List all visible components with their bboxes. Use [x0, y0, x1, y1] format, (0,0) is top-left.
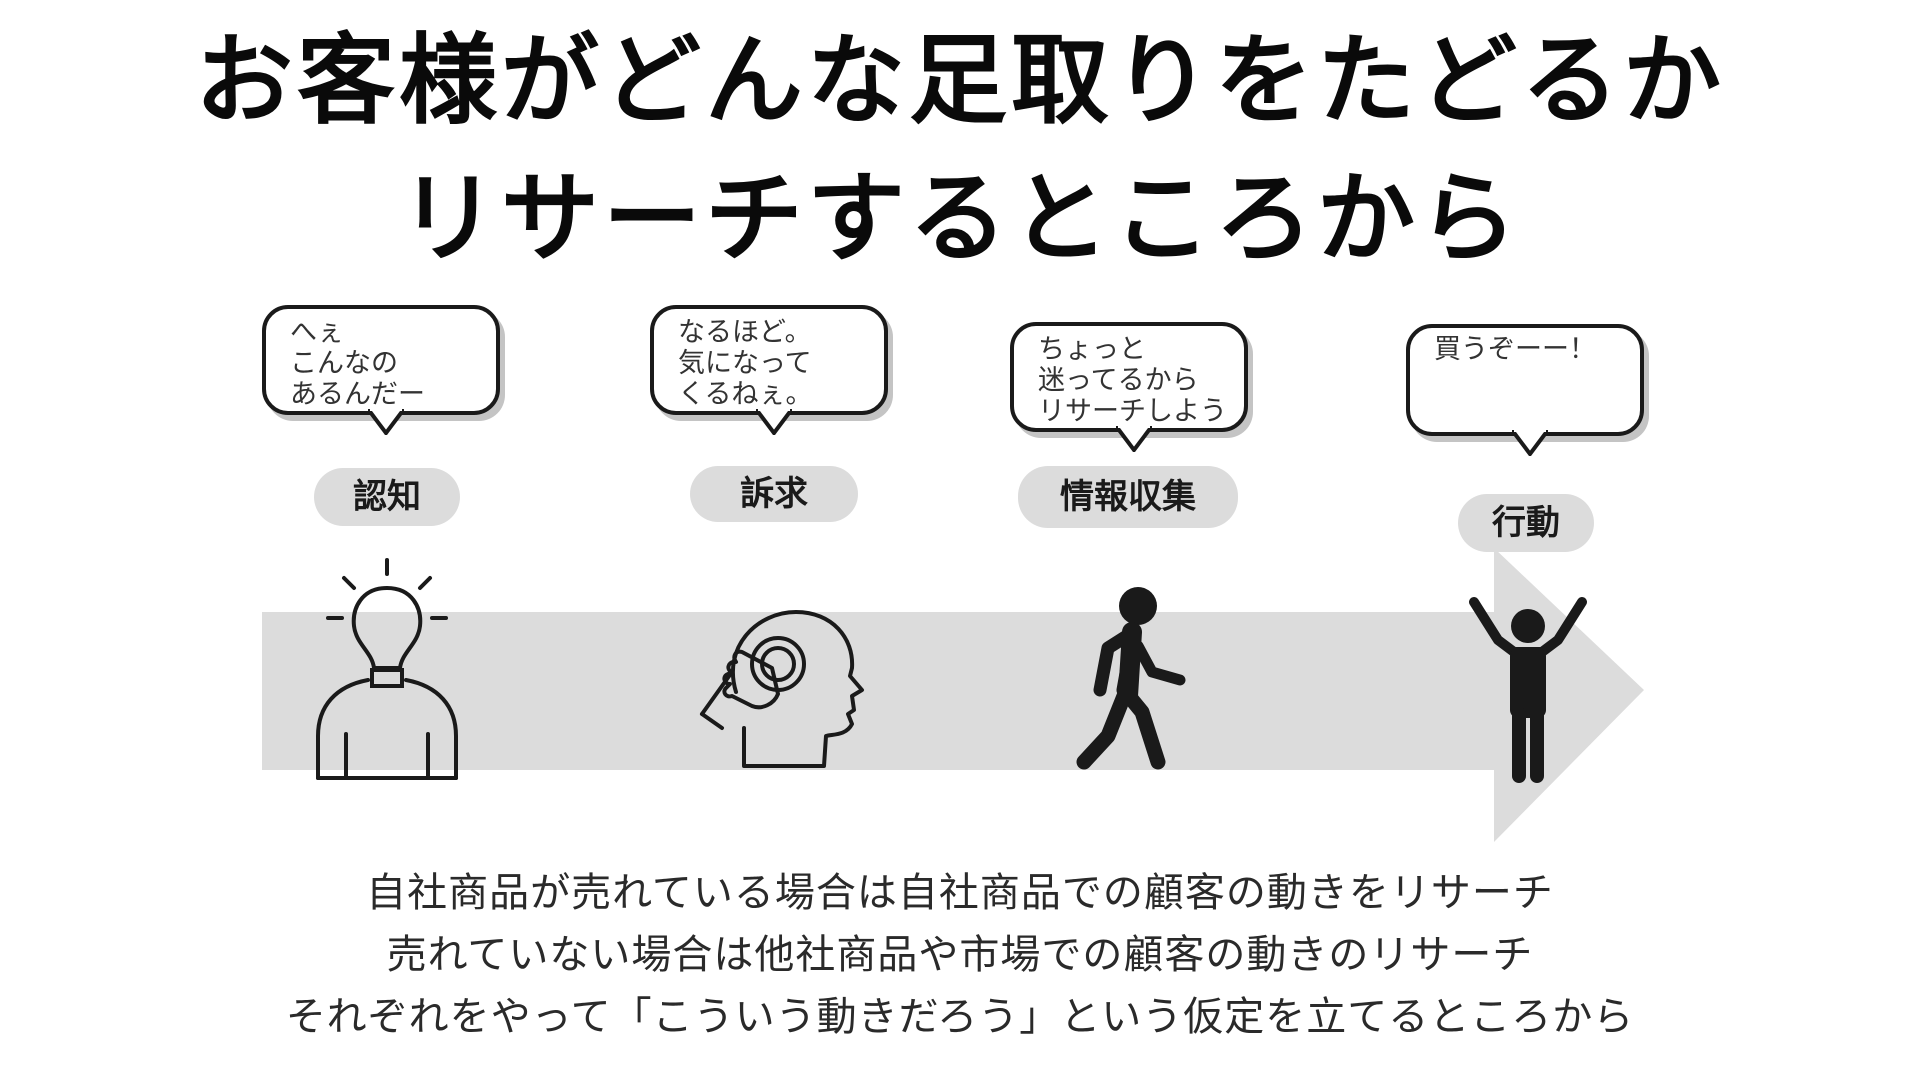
bubble-tail [1512, 430, 1548, 456]
page-title-line-1: お客様がどんな足取りをたどるか [194, 24, 1725, 138]
speech-bubble-awareness: へぇ こんなの あるんだー [262, 305, 500, 435]
bubble-tail [756, 409, 792, 435]
stage-label-action: 行動 [1458, 494, 1594, 552]
body-text-line-1: 自社商品が売れている場合は自社商品での顧客の動きをリサーチ [366, 870, 1554, 916]
walking-person-icon [1076, 587, 1186, 770]
speech-bubble-action: 買うぞーー！ [1406, 324, 1644, 456]
stage-label-appeal: 訴求 [690, 466, 858, 522]
raised-arms-person-icon [1469, 597, 1587, 783]
head-touch-icon [700, 610, 864, 768]
body-text-line-2: 売れていない場合は他社商品や市場での顧客の動きのリサーチ [386, 932, 1534, 978]
bubble-tail [1116, 426, 1152, 452]
speech-bubble-research: ちょっと 迷ってるから リサーチしよう [1010, 322, 1248, 452]
speech-bubble-text: 買うぞーー！ [1434, 334, 1596, 365]
speech-bubble-text: なるほど。 気になって くるねぇ。 [678, 317, 813, 410]
page-title-line-2: リサーチするところから [398, 162, 1521, 276]
speech-bubble-text: ちょっと 迷ってるから リサーチしよう [1038, 334, 1227, 427]
stage-label-awareness: 認知 [314, 468, 460, 526]
bubble-tail [368, 409, 404, 435]
lightbulb-person-icon [316, 558, 458, 780]
body-text-line-3: それぞれをやって「こういう動きだろう」という仮定を立てるところから [285, 994, 1635, 1040]
speech-bubble-appeal: なるほど。 気になって くるねぇ。 [650, 305, 888, 435]
stage-label-research: 情報収集 [1018, 466, 1238, 528]
speech-bubble-text: へぇ こんなの あるんだー [290, 317, 425, 410]
